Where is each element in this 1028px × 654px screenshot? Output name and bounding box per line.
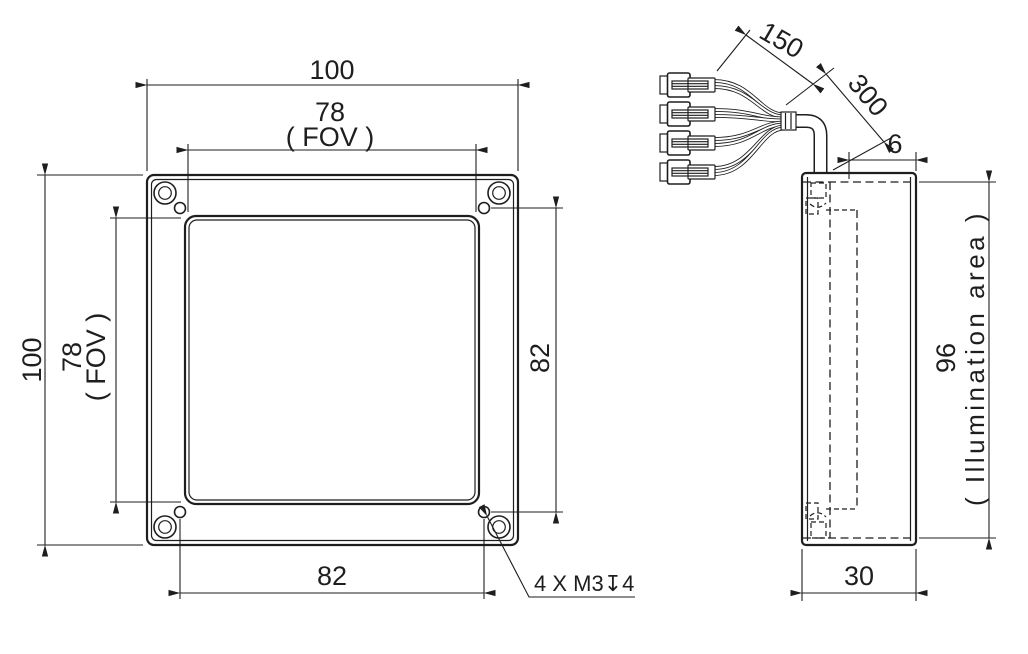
- connector-1: [659, 72, 716, 98]
- dim-cable-length: [785, 63, 895, 171]
- mounting-plate: [145, 173, 520, 547]
- label-cable-length: 300: [842, 68, 894, 122]
- dim-holes-vertical: [491, 196, 563, 524]
- dim-wire-length: [716, 25, 825, 94]
- label-holes-horizontal: 82: [317, 561, 347, 591]
- label-width-fov: 78: [315, 97, 345, 127]
- connector-4: [659, 159, 716, 185]
- corner-holes: [153, 181, 511, 539]
- hidden-screw-top: [805, 182, 827, 215]
- label-width-total: 100: [309, 55, 354, 85]
- connector-3: [659, 130, 716, 156]
- dim-body-depth: [790, 549, 928, 601]
- dim-fov-height: [110, 206, 181, 514]
- label-body-depth: 30: [844, 561, 874, 591]
- dim-fov-width: [176, 144, 488, 212]
- dim-illumination-height: [919, 170, 996, 550]
- dim-holes-horizontal: [168, 519, 496, 599]
- label-illumination-note: ( Illumination area ): [960, 210, 990, 506]
- dim-width-total: [135, 79, 530, 171]
- label-height-fov: 78: [57, 342, 87, 372]
- label-width-fov-note: ( FOV ): [286, 122, 375, 152]
- hidden-lines: [803, 181, 914, 539]
- label-height-total: 100: [17, 337, 47, 382]
- wire-harness: [713, 79, 785, 176]
- m3-holes: [173, 201, 491, 519]
- label-thread-callout: 4 X M3↧4: [534, 571, 634, 596]
- label-wire-length: 150: [754, 16, 808, 65]
- light-body: [800, 171, 918, 547]
- label-cable-offset: 6: [887, 129, 902, 159]
- connectors: [659, 72, 716, 185]
- connector-2: [659, 101, 716, 127]
- side-view: [659, 25, 996, 601]
- label-illumination-height: 96: [931, 343, 961, 373]
- dim-cable-offset: [837, 152, 928, 179]
- cable-collar: [780, 111, 797, 131]
- thread-callout-leader: [478, 504, 635, 598]
- dim-height-total: [37, 163, 143, 557]
- drawing-linework: [37, 25, 996, 601]
- label-height-fov-note: ( FOV ): [81, 313, 111, 402]
- front-view: [37, 79, 635, 599]
- label-holes-vertical: 82: [525, 343, 555, 373]
- light-window: [183, 214, 481, 506]
- hidden-screw-bottom: [805, 502, 827, 539]
